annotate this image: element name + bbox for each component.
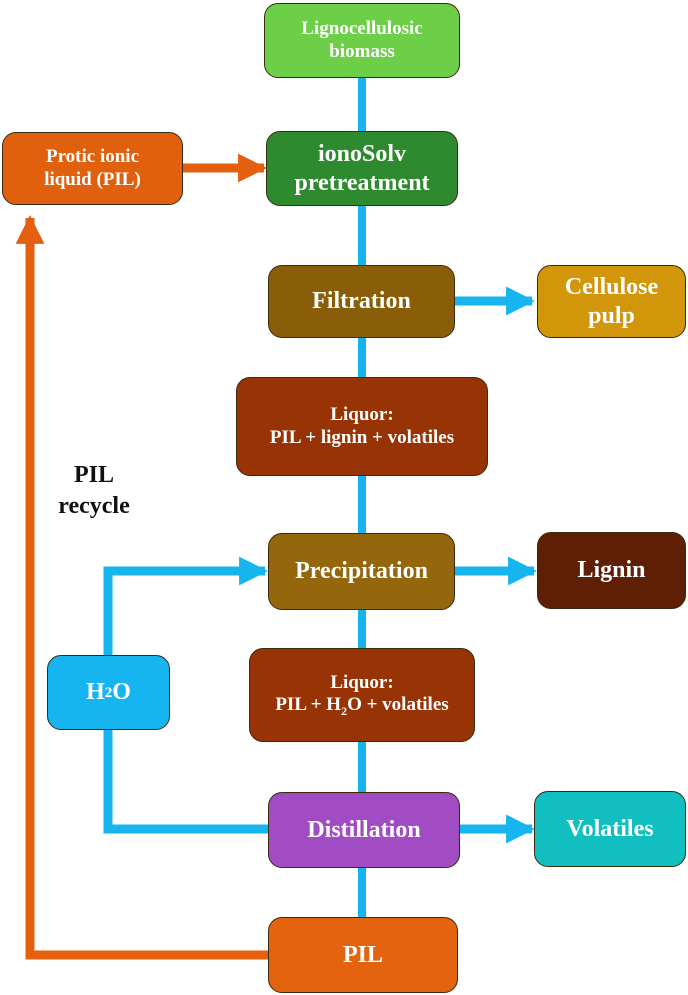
node-biomass-line1: Lignocellulosic: [301, 17, 423, 39]
node-distillation-label: Distillation: [307, 816, 421, 843]
node-liquor2-line2-a: PIL + H: [275, 694, 342, 716]
node-distillation[interactable]: Distillation: [268, 792, 460, 868]
node-filtration-label: Filtration: [312, 288, 411, 315]
node-water-tail: O: [112, 679, 131, 706]
node-liquor-lignin[interactable]: Liquor: PIL + lignin + volatiles: [236, 377, 488, 476]
node-filtration[interactable]: Filtration: [268, 265, 455, 338]
node-cellulose-pulp[interactable]: Cellulose pulp: [537, 265, 686, 338]
node-biomass-line2: biomass: [329, 40, 395, 62]
node-precipitation[interactable]: Precipitation: [268, 533, 455, 610]
node-protic-line2: liquid (PIL): [44, 168, 141, 190]
node-pretreatment-line2: pretreatment: [294, 169, 430, 196]
node-precipitation-label: Precipitation: [295, 558, 428, 585]
node-liquor2-line1: Liquor:: [330, 671, 394, 693]
node-liquor1-line1: Liquor:: [330, 403, 394, 425]
node-volatiles-label: Volatiles: [566, 815, 654, 842]
node-protic-line1: Protic ionic: [45, 145, 140, 167]
node-cellulose-line2: pulp: [588, 302, 635, 329]
node-pretreatment[interactable]: ionoSolv pretreatment: [266, 131, 458, 206]
node-water-sub: 2: [104, 684, 113, 701]
connector-water-distillation: [103, 730, 268, 834]
node-liquor2-line2-b: O + volatiles: [347, 694, 449, 716]
node-liquor-water[interactable]: Liquor: PIL + H2O + volatiles: [249, 648, 475, 742]
node-liquor1-line2: PIL + lignin + volatiles: [269, 426, 455, 448]
pil-recycle-line2: recycle: [58, 493, 130, 520]
node-cellulose-line1: Cellulose: [564, 273, 659, 300]
arrow-pil-recycle: [15, 215, 268, 960]
node-liquor2-line2: PIL + H2O + volatiles: [275, 694, 448, 718]
node-pil-label: PIL: [342, 941, 383, 968]
node-volatiles[interactable]: Volatiles: [534, 791, 686, 867]
node-pil[interactable]: PIL: [268, 917, 458, 993]
node-lignin-label: Lignin: [577, 557, 646, 584]
node-lignin[interactable]: Lignin: [537, 532, 686, 609]
node-liquor2-line2-sub: 2: [341, 704, 348, 719]
arrow-water-precipitation: [103, 556, 268, 655]
node-water-main: H: [86, 679, 105, 706]
pil-recycle-line1: PIL: [73, 462, 114, 488]
node-biomass[interactable]: Lignocellulosic biomass: [264, 3, 460, 78]
pil-recycle-label: PIL recycle: [44, 460, 144, 522]
node-protic-ionic-liquid[interactable]: Protic ionic liquid (PIL): [2, 132, 183, 205]
node-pretreatment-line1: ionoSolv: [317, 140, 407, 167]
